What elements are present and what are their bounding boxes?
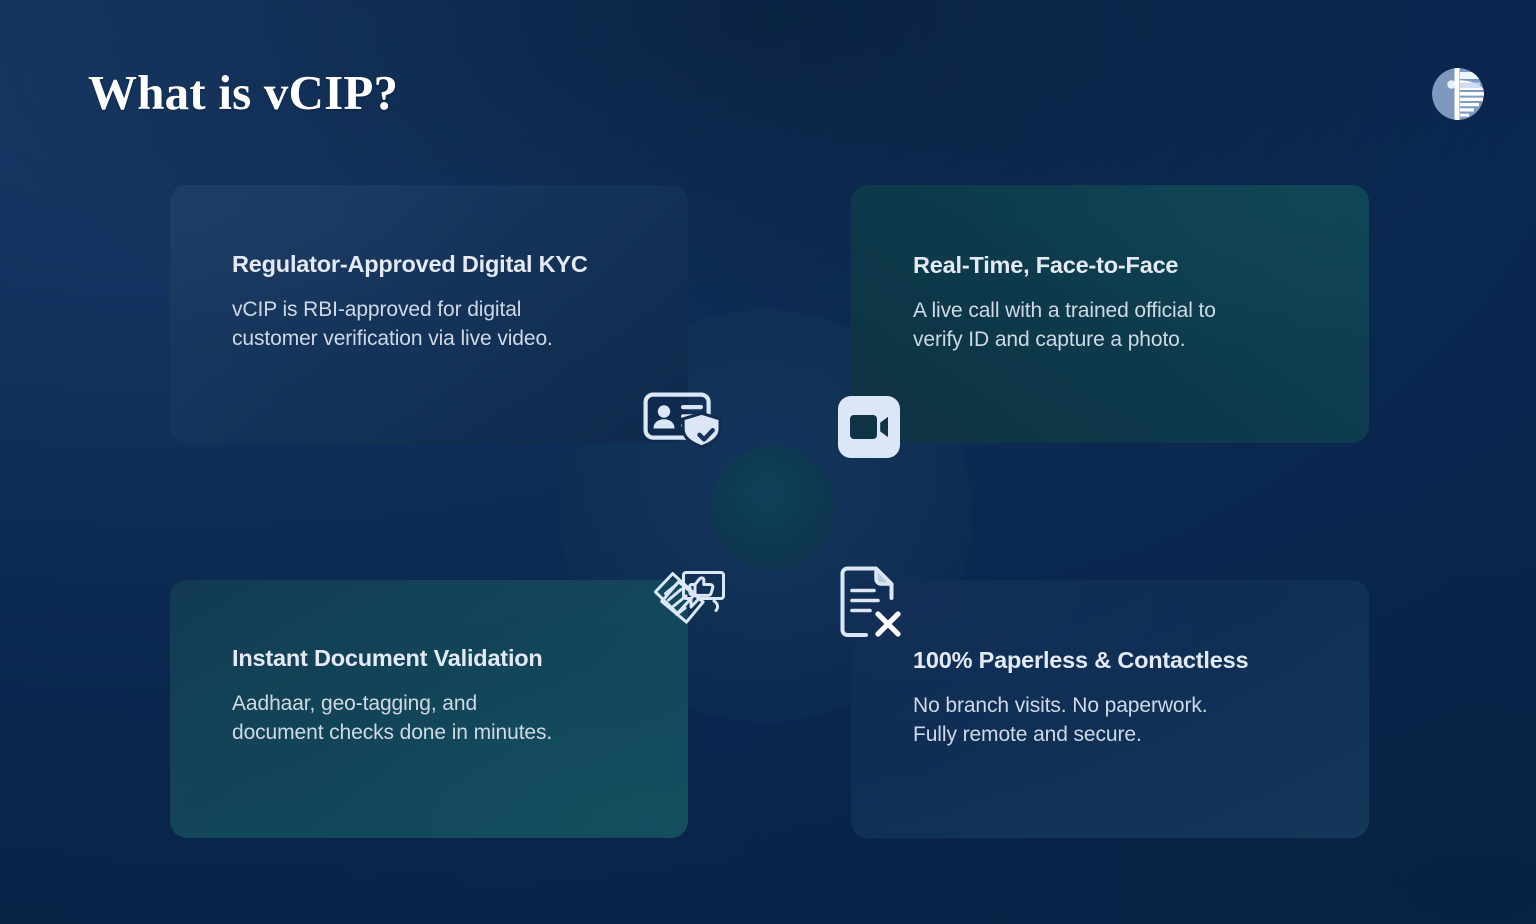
documents-thumbs-up-icon [651, 568, 729, 642]
card-100-percent-paperless-contactless[interactable]: 100% Paperless & Contactless No branch v… [851, 580, 1369, 838]
brand-logo-icon [1430, 66, 1486, 122]
document-x-icon [838, 566, 904, 640]
id-card-shield-check-icon [643, 392, 729, 458]
card-description: Aadhaar, geo-tagging, and document check… [232, 692, 553, 745]
card-title: Regulator-Approved Digital KYC [232, 251, 588, 277]
card-real-time-face-to-face[interactable]: Real-Time, Face-to-Face A live call with… [851, 185, 1369, 443]
card-title: Instant Document Validation [232, 645, 543, 671]
card-description: vCIP is RBI-approved for digital custome… [232, 298, 553, 351]
card-description: No branch visits. No paperwork. Fully re… [913, 694, 1208, 747]
card-instant-document-validation[interactable]: Instant Document Validation Aadhaar, geo… [170, 580, 688, 838]
card-title: Real-Time, Face-to-Face [913, 252, 1179, 278]
page-title: What is vCIP? [88, 65, 399, 120]
hub-center-circle [711, 446, 835, 570]
video-camera-icon [838, 396, 900, 458]
card-description: A live call with a trained official to v… [913, 299, 1216, 352]
card-regulator-approved-digital-kyc[interactable]: Regulator-Approved Digital KYC vCIP is R… [170, 185, 688, 443]
card-title: 100% Paperless & Contactless [913, 647, 1249, 673]
